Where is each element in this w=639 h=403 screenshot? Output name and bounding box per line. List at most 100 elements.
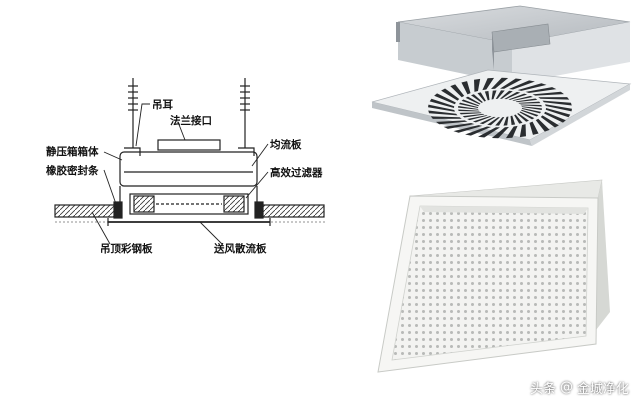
- swirl-slot: [512, 95, 533, 101]
- swirl-slot: [518, 101, 541, 104]
- leader-diffuser: [251, 143, 269, 167]
- ceiling-panel-right: [261, 204, 325, 218]
- swirl-slot: [540, 115, 559, 128]
- label-supply-diffuser: 送风散流板: [213, 242, 267, 255]
- swirl-slot: [519, 124, 526, 138]
- swirl-slot: [520, 104, 542, 107]
- ceiling-panel-left: [54, 204, 118, 218]
- swirl-slot: [435, 120, 468, 125]
- hanger-rod-left: [128, 78, 138, 148]
- hanger-rod-right: [240, 78, 250, 148]
- label-ceiling-panel: 吊顶彩钢板: [100, 242, 153, 255]
- swirl-slot: [428, 104, 455, 112]
- swirl-slot: [542, 100, 572, 106]
- swirl-slot: [545, 108, 571, 118]
- swirl-slot: [462, 113, 485, 118]
- swirl-slot: [441, 88, 460, 101]
- label-hepa-filter: 高效过滤器: [270, 166, 323, 179]
- swirl-slot: [503, 116, 509, 126]
- leader-hanger-ear: [135, 103, 150, 147]
- rubber-seal-right: [254, 201, 264, 219]
- flange-port: [157, 139, 221, 151]
- swirl-slot: [521, 109, 539, 117]
- watermark: 头条 @ 金城净化: [530, 378, 629, 397]
- swirl-slot: [467, 115, 488, 121]
- swirl-slot: [500, 90, 513, 99]
- swirl-slot: [538, 97, 570, 100]
- swirl-slot: [461, 99, 479, 107]
- swirl-slot: [510, 115, 516, 125]
- plenum-box: [119, 151, 258, 187]
- swirl-slot: [430, 116, 462, 119]
- swirl-slot: [474, 78, 481, 92]
- swirl-slot: [521, 106, 542, 111]
- perforated-diffuser-photo: [377, 179, 610, 373]
- hepa-filter: [129, 193, 249, 215]
- swirl-slot: [429, 98, 455, 108]
- swirl-slot: [544, 111, 566, 123]
- swirl-slot: [479, 116, 496, 125]
- swirl-slot: [508, 93, 528, 100]
- label-rubber-seal: 橡胶密封条: [46, 164, 99, 177]
- swirl-slot: [477, 92, 486, 102]
- label-diffuser-plate: 均流板: [270, 138, 302, 151]
- swirl-slot: [434, 93, 456, 105]
- swirl-slot: [465, 96, 481, 105]
- swirl-slot: [487, 117, 500, 126]
- label-flange-port: 法兰接口: [170, 114, 212, 127]
- swirl-slot: [505, 125, 518, 139]
- swirl-slot: [491, 126, 509, 139]
- swirl-slot: [472, 116, 492, 123]
- swirl-slot: [461, 81, 471, 95]
- swirl-slot: [508, 80, 535, 90]
- leader-plenum: [103, 151, 123, 161]
- swirl-slot: [495, 90, 505, 99]
- swirl-slot: [478, 127, 500, 138]
- swirl-slot: [495, 117, 505, 126]
- label-plenum-box: 静压箱箱体: [46, 145, 99, 158]
- swirl-slot: [517, 83, 547, 91]
- swirl-slot: [521, 108, 541, 114]
- swirl-slot: [453, 125, 483, 133]
- swirl-slot: [545, 104, 572, 112]
- swirl-diffuser-photo: [371, 5, 632, 146]
- swirl-slot: [519, 111, 535, 120]
- leader-flange: [177, 121, 186, 141]
- swirl-slot: [532, 91, 565, 96]
- rubber-seal-left: [113, 201, 123, 219]
- swirl-slot: [529, 121, 539, 135]
- swirl-slot: [458, 109, 480, 112]
- swirl-slot: [459, 102, 479, 108]
- swirl-center: [482, 100, 518, 116]
- swirl-slot: [515, 98, 538, 103]
- swirl-slot: [535, 118, 550, 132]
- swirl-slot: [504, 91, 521, 100]
- leader-seal: [103, 169, 117, 205]
- swirl-slot: [459, 112, 482, 115]
- swirl-slot: [500, 78, 522, 89]
- leader-hepa: [245, 171, 269, 199]
- swirl-slot: [458, 105, 479, 110]
- swirl-slot: [471, 94, 483, 103]
- watermark-author: 金城净化: [576, 382, 629, 397]
- swirl-slot: [517, 113, 529, 122]
- swirl-slot: [482, 77, 495, 91]
- section-drawing: [54, 78, 325, 245]
- swirl-slot: [450, 84, 465, 98]
- label-hanger-ear: 吊耳: [152, 99, 173, 111]
- swirl-slot: [484, 91, 490, 101]
- watermark-source: 头条: [529, 382, 556, 397]
- swirl-slot: [465, 126, 492, 136]
- hanger-ear-left: [124, 147, 141, 156]
- swirl-slot: [525, 87, 557, 93]
- swirl-slot: [514, 114, 523, 124]
- swirl-slot: [491, 90, 497, 100]
- swirl-slot: [443, 123, 475, 129]
- leader-supply: [199, 221, 223, 245]
- watermark-at: @: [559, 380, 573, 395]
- swirl-slot: [428, 110, 458, 116]
- swirl-slot: [491, 77, 509, 90]
- swirl-slots: [428, 77, 572, 139]
- leader-ceiling: [91, 211, 111, 245]
